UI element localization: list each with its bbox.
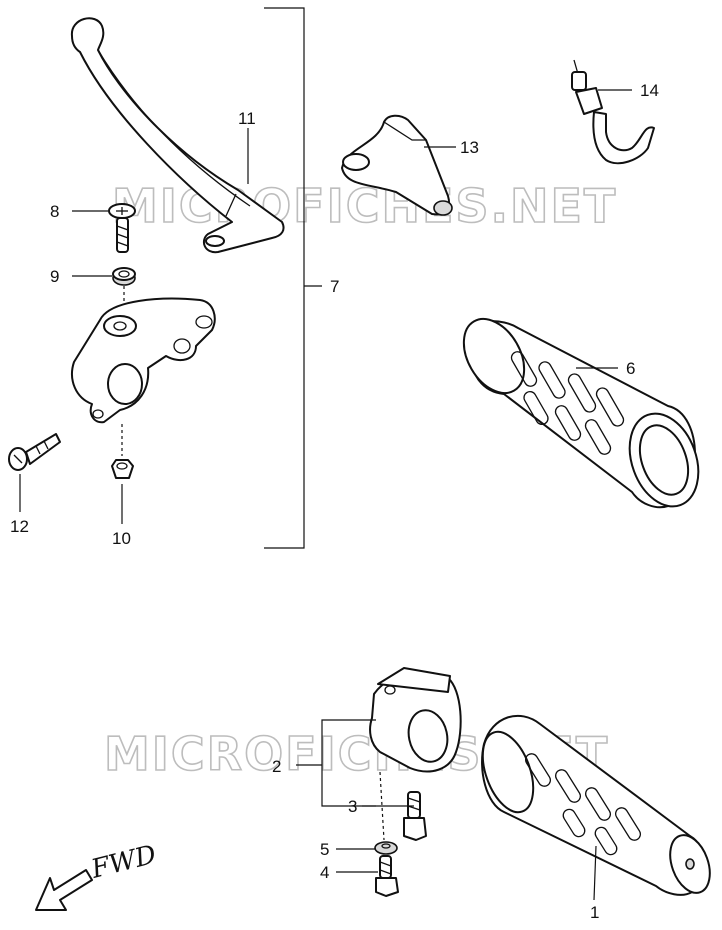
callout-10: 10 — [112, 529, 131, 548]
screw-12 — [8, 433, 61, 471]
forward-direction-indicator: FWD — [35, 840, 160, 911]
callout-11: 11 — [238, 109, 256, 128]
pivot-bracket-13 — [341, 114, 453, 216]
callout-labels: 1 2 3 4 5 6 7 8 9 10 11 12 13 14 — [10, 81, 659, 922]
nut-10 — [111, 424, 134, 479]
bolt-4 — [375, 855, 399, 897]
forward-label: FWD — [87, 840, 159, 885]
callout-1: 1 — [590, 903, 599, 922]
callout-14: 14 — [640, 81, 659, 100]
grip-6 — [462, 318, 700, 509]
callout-5: 5 — [320, 840, 329, 859]
callout-6: 6 — [626, 359, 635, 378]
callout-2: 2 — [272, 757, 281, 776]
callout-8: 8 — [50, 202, 59, 221]
callout-7: 7 — [330, 277, 339, 296]
watermark-top: MICROFICHES.NET — [112, 179, 617, 233]
callout-4: 4 — [320, 863, 329, 882]
forward-arrow-icon — [35, 869, 93, 911]
callout-9: 9 — [50, 267, 59, 286]
washer-5 — [374, 841, 398, 855]
brake-switch-14 — [571, 59, 655, 165]
assembly-bracket-7 — [264, 7, 322, 549]
bolt-3 — [379, 771, 427, 841]
collar-9 — [112, 267, 136, 306]
callout-3: 3 — [348, 797, 357, 816]
leader-lines — [19, 89, 632, 901]
screw-8 — [108, 203, 136, 253]
lever-holder — [71, 297, 216, 424]
callout-12: 12 — [10, 517, 29, 536]
brake-lever — [70, 17, 285, 254]
throttle-grip-1 — [481, 714, 711, 896]
throttle-housing-2 — [369, 667, 462, 773]
callout-13: 13 — [460, 138, 479, 157]
